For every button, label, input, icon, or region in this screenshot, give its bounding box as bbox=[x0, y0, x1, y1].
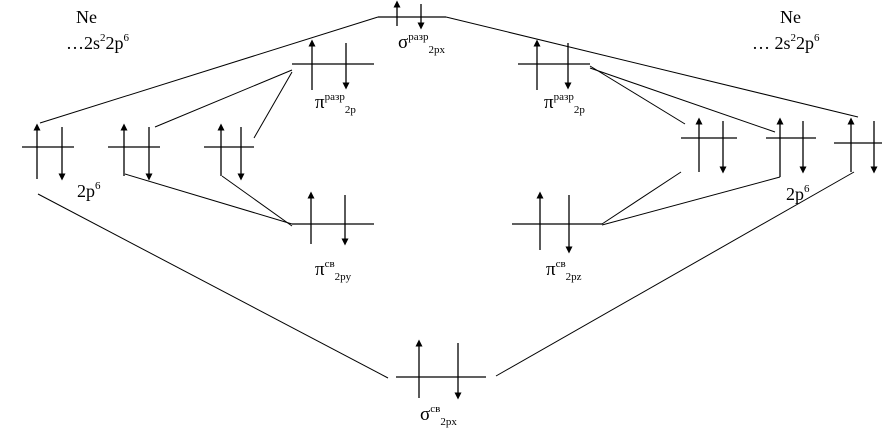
energy-levels bbox=[22, 16, 882, 378]
right-2p-label: 2p6 bbox=[786, 183, 810, 204]
label-pi-antibonding-left: πразр2p bbox=[315, 91, 356, 116]
right-atom-symbol: Ne bbox=[780, 7, 801, 27]
corr-left-to-pi-bonding-2 bbox=[221, 175, 293, 227]
corr-right-to-pi-bonding-2 bbox=[601, 176, 781, 226]
corr-right-to-sigma-bonding bbox=[495, 171, 855, 377]
right-atom-config: … 2s22p6 bbox=[752, 32, 820, 53]
label-pi-antibonding-right: πразр2p bbox=[544, 91, 585, 116]
correlation-lines bbox=[37, 16, 859, 379]
corr-right-to-pi-antibonding-2 bbox=[589, 67, 776, 133]
corr-right-to-pi-antibonding bbox=[589, 65, 686, 125]
left-2p-label: 2p6 bbox=[77, 180, 101, 201]
left-atom-config: …2s22p6 bbox=[66, 32, 130, 53]
left-atom-symbol: Ne bbox=[76, 7, 97, 27]
electron-pairs bbox=[33, 0, 878, 400]
corr-right-to-sigma-antibonding bbox=[445, 16, 859, 118]
label-sigma-bonding: σсв2px bbox=[420, 403, 457, 428]
corr-left-to-sigma-antibonding bbox=[39, 16, 379, 124]
corr-left-to-pi-antibonding bbox=[154, 69, 293, 128]
label-pi-bonding-right: πсв2pz bbox=[546, 258, 582, 283]
corr-right-to-pi-bonding bbox=[601, 171, 682, 225]
corr-left-to-sigma-bonding bbox=[37, 193, 389, 379]
label-sigma-antibonding: σразр2px bbox=[398, 31, 445, 56]
corr-left-to-pi-bonding bbox=[124, 173, 293, 225]
corr-left-to-pi-antibonding-2 bbox=[253, 71, 293, 139]
label-pi-bonding-left: πсв2py bbox=[315, 258, 352, 283]
